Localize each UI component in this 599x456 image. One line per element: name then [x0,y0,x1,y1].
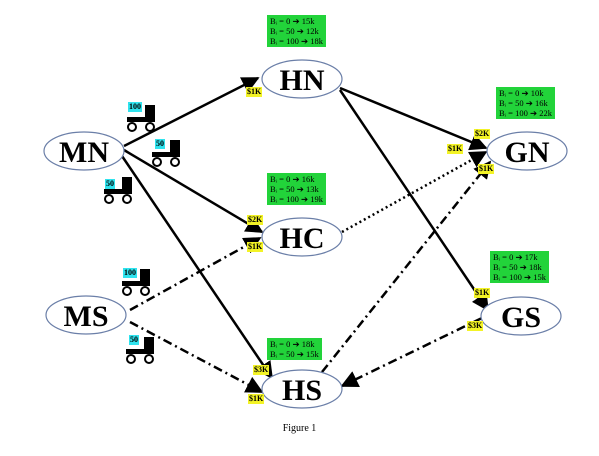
cost-tag-hn-in: $1K [246,87,263,97]
info-line: Bᵢ = 100 ➔ 15k [493,272,546,282]
figure-caption: Figure 1 [282,423,317,434]
cost-tag-hs-top: $3K [253,365,270,375]
edge-mn-hc [123,148,264,234]
cost-tag-hc-top: $2K [247,215,264,225]
cost-tag-gn-top: $2K [474,129,491,139]
cost-tag-gs-top: $1K [474,288,491,298]
node-hn: HN [261,59,343,99]
truck-capacity-ms-upper: 100 [123,268,137,278]
edge-hs-gn [321,160,492,373]
edge-mn-hn [123,76,260,148]
info-line: Bᵢ = 100 ➔ 19k [270,194,323,204]
cost-tag-gn-left: $1K [447,144,464,154]
edge-hn-gs [338,89,490,312]
node-hs: HS [261,369,343,409]
node-label-hc: HC [280,222,325,255]
edge-hn-gn [339,86,488,151]
info-box-hs: Bᵢ = 0 ➔ 18k Bᵢ = 50 ➔ 15k [267,338,322,360]
cost-tag-hc-bottom: $1K [247,242,264,252]
info-line: Bᵢ = 50 ➔ 16k [499,98,548,108]
info-box-gs: Bᵢ = 0 ➔ 17k Bᵢ = 50 ➔ 18k Bᵢ = 100 ➔ 15… [490,251,549,283]
info-line: Bᵢ = 100 ➔ 22k [499,108,552,118]
info-line: Bᵢ = 100 ➔ 18k [270,36,323,46]
truck-capacity-mn-middle: 50 [155,139,165,149]
info-box-hc: Bᵢ = 0 ➔ 16k Bᵢ = 50 ➔ 13k Bᵢ = 100 ➔ 19… [267,173,326,205]
info-line: Bᵢ = 0 ➔ 10k [499,88,544,98]
node-label-hn: HN [280,64,325,97]
node-gn: GN [486,131,568,171]
info-line: Bᵢ = 0 ➔ 18k [270,339,315,349]
cost-tag-gn-bottom: $1K [478,164,495,174]
node-label-ms: MS [64,300,109,333]
truck-capacity-mn-lower: 50 [105,179,115,189]
info-line: Bᵢ = 0 ➔ 17k [493,252,538,262]
node-gs: GS [480,296,562,336]
node-ms: MS [45,295,127,335]
node-label-mn: MN [59,136,109,169]
info-line: Bᵢ = 50 ➔ 18k [493,262,542,272]
truck-capacity-ms-lower: 50 [129,335,139,345]
edge-ms-hc [129,236,262,312]
node-label-gn: GN [505,136,550,169]
edge-ms-hs [129,320,264,394]
cost-tag-hs-bottom: $1K [248,394,265,404]
info-box-gn: Bᵢ = 0 ➔ 10k Bᵢ = 50 ➔ 16k Bᵢ = 100 ➔ 22… [496,87,555,119]
info-line: Bᵢ = 0 ➔ 15k [270,16,315,26]
info-line: Bᵢ = 50 ➔ 15k [270,349,319,359]
node-hc: HC [261,217,343,257]
cost-tag-gs-bottom: $3K [467,321,484,331]
node-label-gs: GS [501,301,541,334]
node-label-hs: HS [282,374,322,407]
info-line: Bᵢ = 0 ➔ 16k [270,174,315,184]
info-line: Bᵢ = 50 ➔ 13k [270,184,319,194]
edges [120,76,492,394]
truck-capacity-mn-upper: 100 [128,102,142,112]
info-box-hn: Bᵢ = 0 ➔ 15k Bᵢ = 50 ➔ 12k Bᵢ = 100 ➔ 18… [267,15,326,47]
node-mn: MN [43,131,125,171]
edge-gs-hs [340,316,483,388]
edge-mn-hs [120,155,274,380]
info-line: Bᵢ = 50 ➔ 12k [270,26,319,36]
